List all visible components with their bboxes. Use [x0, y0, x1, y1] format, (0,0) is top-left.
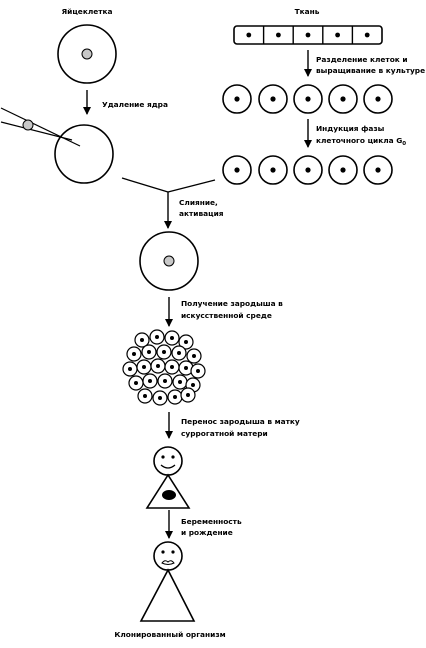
fusion-label-line2: активация: [179, 209, 224, 218]
induction-label-line1: Индукция фазы: [316, 124, 385, 133]
surrogate-mother-figure: [145, 446, 191, 509]
tissue-strip: [233, 25, 383, 45]
fusion-merge-lines: [121, 177, 216, 193]
egg-title: Яйцеклетка: [61, 7, 112, 16]
fusion-label-line1: Слияние,: [179, 198, 218, 207]
induction-label-line2: клеточного цикла G0: [316, 136, 406, 147]
g0-cells-row: [222, 155, 393, 185]
transfer-label-line2: суррогатной матери: [181, 429, 268, 438]
tissue-title: Ткань: [295, 7, 320, 16]
egg-cell: [57, 24, 117, 84]
separation-label-line2: выращивание в культуре: [316, 66, 425, 75]
enucleation-label: Удаление ядра: [102, 100, 168, 109]
embryo-morula: [122, 329, 206, 406]
clone-title: Клонированный организм: [114, 630, 225, 639]
separation-label-line1: Разделение клеток и: [316, 55, 408, 64]
reconstructed-egg: [139, 231, 199, 291]
cloned-organism-figure: [139, 541, 196, 622]
micropipette: [0, 107, 81, 147]
birth-label-line1: Беременность: [181, 517, 242, 526]
cultured-cells-row: [222, 84, 393, 114]
embryo-label-line1: Получение зародыша в: [181, 299, 283, 308]
embryo-label-line2: искусственной среде: [181, 311, 272, 320]
transfer-label-line1: Перенос зародыша в матку: [181, 417, 300, 426]
enucleated-cell: [54, 124, 114, 184]
birth-label-line2: и рождение: [181, 528, 233, 537]
